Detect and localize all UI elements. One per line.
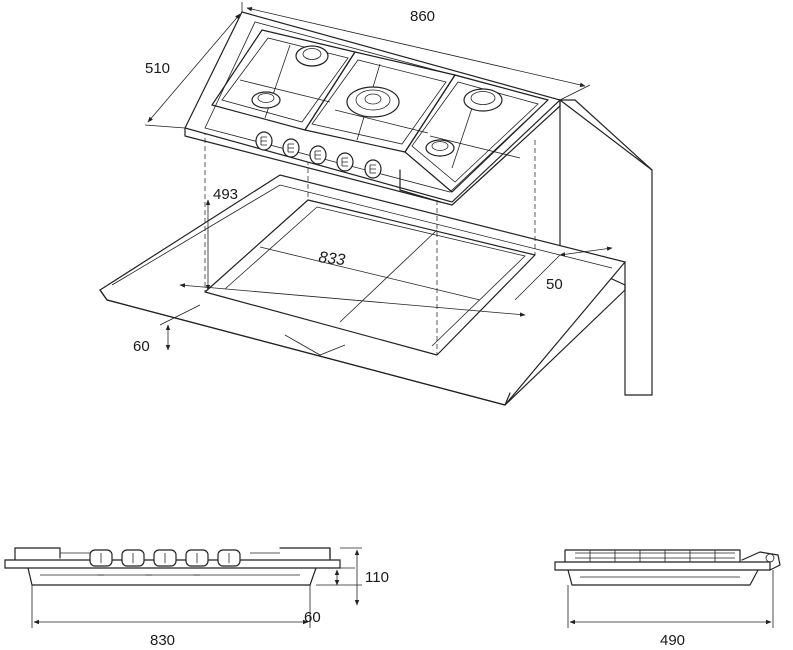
knob-5 <box>364 159 382 179</box>
burner-center-wok <box>346 86 400 118</box>
dim-front-width: 830 <box>150 632 175 649</box>
control-knobs <box>255 131 382 179</box>
side-view: 490 <box>554 549 781 649</box>
knob-2 <box>282 138 300 158</box>
projection-lines <box>204 130 536 355</box>
front-knobs <box>89 549 241 567</box>
iso-dimension-lines <box>144 2 613 351</box>
back-wall <box>559 98 653 396</box>
dim-cutout-depth: 493 <box>213 186 238 203</box>
knob-4 <box>336 152 354 172</box>
knob-3 <box>309 145 327 165</box>
dim-depth-top: 510 <box>145 60 170 77</box>
dim-front-depth-below: 60 <box>304 609 321 626</box>
dim-front-height: 110 <box>365 569 389 586</box>
burner-rear-right <box>463 88 503 112</box>
burner-rear-left <box>295 45 329 67</box>
dim-worktop-thickness: 60 <box>133 338 150 355</box>
burner-front-left <box>251 91 281 109</box>
isometric-view: 860 510 493 833 50 60 <box>99 2 653 406</box>
dim-width-top: 860 <box>410 8 435 25</box>
knob-1 <box>255 131 273 151</box>
dim-side-depth: 490 <box>660 632 685 649</box>
front-view: 110 60 830 <box>4 547 389 649</box>
burner-front-right <box>425 139 455 157</box>
dim-cutout-width: 833 <box>318 249 347 269</box>
dim-back-clearance: 50 <box>546 276 563 293</box>
